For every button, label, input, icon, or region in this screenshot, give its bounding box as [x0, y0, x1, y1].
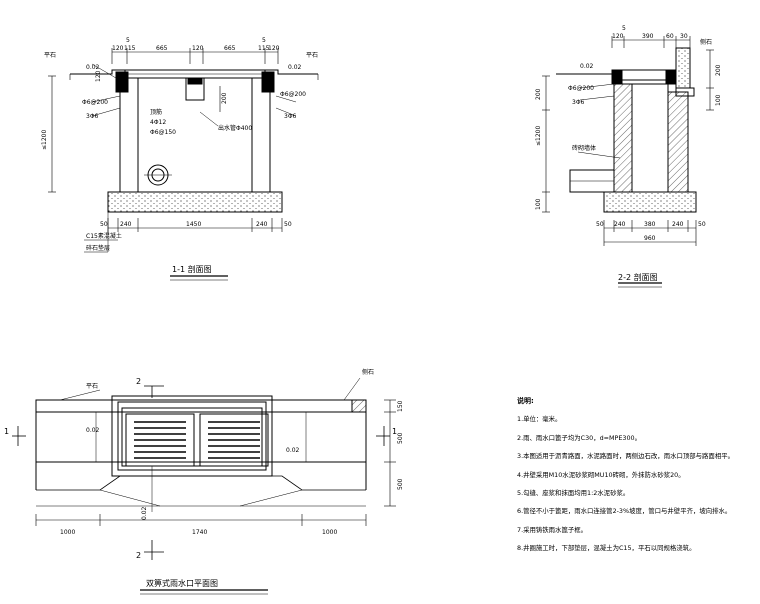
s2-bottom-dim-2: 240: [614, 221, 626, 228]
plan-title: 双箅式雨水口平面图: [146, 578, 218, 588]
s1-base-b: 碎石垫层: [86, 244, 110, 252]
s1-pipe-right: Φ6@200: [280, 91, 306, 98]
section-1-1: [48, 48, 319, 281]
s1-top-dim-1: 5: [126, 37, 130, 44]
s1-top-dim-4: 665: [156, 45, 168, 52]
s1-side-dim-b: 200: [221, 92, 228, 104]
plan-marker-top: 2: [136, 377, 141, 386]
s2-bottom-dim-3: 380: [644, 221, 656, 228]
s1-top-dim-2: 120: [112, 45, 124, 52]
s1-bottom-dim-1: 50: [100, 221, 108, 228]
s1-top-dim-5: 120: [192, 45, 204, 52]
s2-bar: 3Φ6: [572, 99, 585, 106]
s2-bottom-dim-4: 240: [672, 221, 684, 228]
s2-bottom-dim-1: 50: [596, 221, 604, 228]
notes-block: 说明: 1.单位：毫米。 2.雨、雨水口篦子均为C30，d=MPE300。 3.…: [517, 392, 755, 558]
plan-side-dim-1: 150: [397, 400, 404, 412]
s2-top-dim-5: 30: [680, 33, 688, 40]
s1-pipe-outlet: 出水管Φ400: [218, 124, 252, 132]
plan-marker-bottom: 2: [136, 551, 141, 560]
note-item-8: 8.井圈施工时，下部垫层，混凝土为C15，平石以同规格浇筑。: [517, 544, 696, 553]
s1-bottom-dim-2: 240: [120, 221, 132, 228]
s1-bottom-dim-3: 1450: [186, 221, 201, 228]
s1-base-a: C15素混凝土: [86, 232, 122, 240]
note-item-4: 4.井壁采用M10水泥砂浆砌MU10砖砌，外抹防水砂浆20。: [517, 470, 685, 479]
section-2-2: [542, 36, 714, 288]
note-item-1: 1.单位：毫米。: [517, 415, 562, 424]
plan-bottom-dim-1: 1000: [60, 529, 75, 536]
note-item-5: 5.勾缝、座浆和抹面均用1:2水泥砂浆。: [517, 489, 630, 498]
s1-top-dim-7: 115: [258, 45, 270, 52]
s2-curb: 侧石: [700, 38, 712, 46]
note-item-7: 7.采用铸铁雨水篦子框。: [517, 525, 588, 534]
s1-top-dim-3: 115: [124, 45, 136, 52]
s2-slope: 0.02: [580, 63, 594, 70]
s2-top-dim-2: 120: [612, 33, 624, 40]
s1-height: ≤1200: [41, 130, 48, 150]
s1-paving-left: 平石: [44, 52, 56, 59]
s1-top-dim-6: 665: [224, 45, 236, 52]
s1-rebar-c: 顶筋: [150, 108, 162, 116]
s1-side-dim-a: 120: [95, 70, 102, 82]
s2-side-dim-1: 200: [535, 88, 542, 100]
s1-slope-left: 0.02: [86, 64, 100, 71]
s1-paving-right: 平石: [306, 52, 318, 59]
section-2-2-text: 5 120 390 60 30 侧石 0.02 Φ6@200 3Φ6 砖砌墙体 …: [535, 25, 722, 282]
s2-top-dim-1: 5: [622, 25, 626, 32]
s2-title: 2-2 剖面图: [618, 272, 658, 282]
plan-paving: 平石: [86, 383, 98, 390]
s2-top-dim-3: 390: [642, 33, 654, 40]
plan-bottom-dim-2: 1740: [192, 529, 207, 536]
plan-slope-bottom: 0.02: [141, 506, 148, 520]
s1-pipe-left: Φ6@200: [82, 99, 108, 106]
plan-marker-left: 1: [4, 427, 9, 436]
s1-bar-right: 3Φ6: [284, 113, 297, 120]
plan-view: [12, 377, 396, 595]
s1-rebar-a: 4Φ12: [150, 119, 166, 126]
notes-title: 说明:: [517, 397, 534, 405]
plan-text: 平石 侧石 0.02 0.02 0.02 2 2 1 1 1000 1740 1…: [4, 368, 404, 588]
plan-grate-left: [134, 421, 186, 459]
note-item-6: 6.管径不小于篦距，雨水口连接管2-3%坡度，管口与井壁平齐，坡向排水。: [517, 507, 732, 516]
s1-slope-right: 0.02: [288, 64, 302, 71]
s1-title: 1-1 剖面图: [172, 264, 212, 274]
s1-bottom-dim-5: 50: [284, 221, 292, 228]
plan-slope-right: 0.02: [286, 447, 300, 454]
s1-top-dim-8: 120: [268, 45, 280, 52]
s1-bar-left: 3Φ6: [86, 113, 99, 120]
note-item-3: 3.本图适用于沥青路面，水泥路面时，两侧边石改，雨水口顶部与路面相平。: [517, 452, 734, 461]
s2-bottom-total: 960: [644, 235, 656, 242]
s2-height: ≤1200: [535, 126, 542, 146]
plan-side-dim-3: 500: [397, 478, 404, 490]
s1-top-dim-9: 5: [262, 37, 266, 44]
plan-grate-right: [208, 421, 260, 459]
plan-side-dim-2: 500: [397, 432, 404, 444]
s2-side-dim-3: 200: [715, 64, 722, 76]
plan-slope-left: 0.02: [86, 427, 100, 434]
plan-curb: 侧石: [362, 368, 374, 376]
s2-top-dim-4: 60: [666, 33, 674, 40]
s1-rebar-b: Φ6@150: [150, 129, 176, 136]
s2-pipe: Φ6@200: [568, 85, 594, 92]
s2-side-dim-2: 100: [535, 198, 542, 210]
s2-brick: 砖砌墙体: [572, 144, 596, 152]
note-item-2: 2.雨、雨水口篦子均为C30，d=MPE300。: [517, 433, 642, 442]
s2-bottom-dim-5: 50: [698, 221, 706, 228]
s1-bottom-dim-4: 240: [256, 221, 268, 228]
plan-bottom-dim-3: 1000: [322, 529, 337, 536]
section-1-1-text: 平石 平石 0.02 0.02 Φ6@200 Φ6@200 3Φ6 3Φ6 顶筋…: [41, 37, 318, 274]
plan-marker-right: 1: [392, 427, 397, 436]
s2-side-dim-4: 100: [715, 94, 722, 106]
